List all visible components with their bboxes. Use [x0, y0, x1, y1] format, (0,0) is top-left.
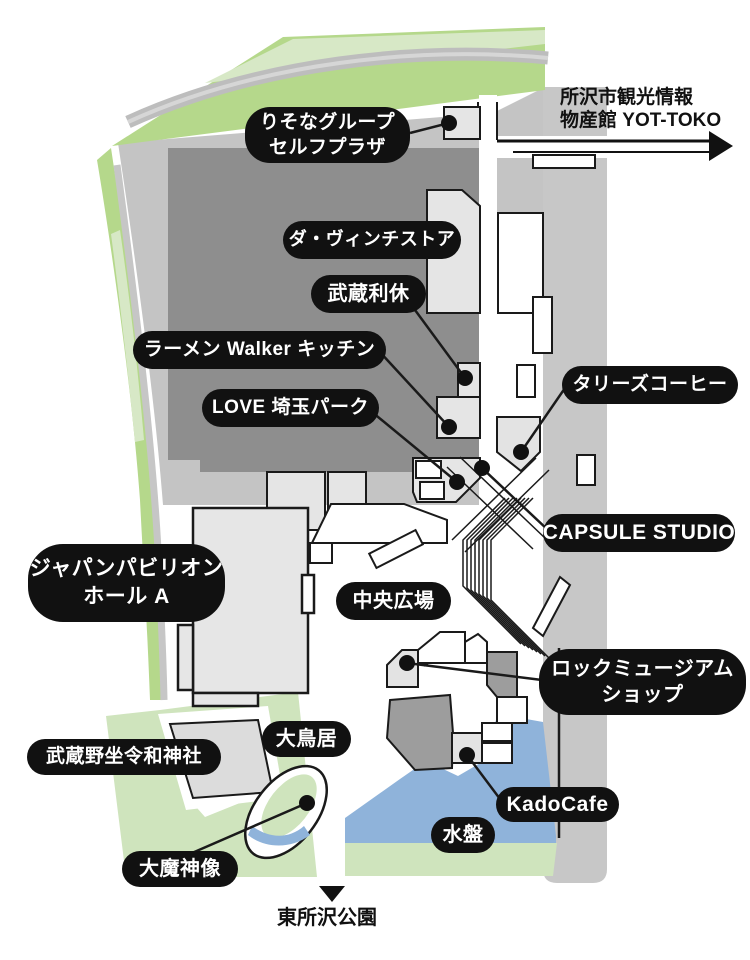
label-tullys-line: タリーズコーヒー: [572, 374, 728, 396]
garden-stream: [248, 826, 310, 846]
green-ribbon-left-light: [111, 230, 144, 442]
label-rock-museum-shop-line: ロックミュージアム: [551, 657, 734, 680]
perimeter-road-centerline: [127, 52, 549, 124]
main-office-building-lower: [200, 430, 413, 472]
label-ramen-walker-line: ラーメン Walker キッチン: [143, 339, 376, 361]
label-japan-pavilion-line: ホール A: [83, 585, 170, 608]
label-japan-pavilion-line: ジャパンパビリオン: [29, 557, 224, 581]
label-ramen-walker: ラーメン Walker キッチン: [133, 331, 386, 369]
yottoko-line1: 所沢市観光情報: [560, 87, 694, 108]
label-rock-museum-shop-line: ショップ: [601, 684, 684, 706]
label-daimajin-line: 大魔神像: [139, 857, 221, 880]
label-kadocafe: KadoCafe: [496, 787, 619, 822]
label-suiban: 水盤: [431, 817, 495, 853]
terrace-steps: [462, 497, 550, 659]
label-capsule-studio-line: CAPSULE STUDIO: [542, 521, 736, 545]
label-chuo-hiroba: 中央広場: [336, 582, 451, 620]
left-inner-road: [113, 164, 168, 701]
label-daimajin: 大魔神像: [122, 851, 238, 887]
yottoko-line2: 物産館 YOT-TOKO: [560, 110, 722, 131]
east-road-strip: [543, 87, 607, 883]
label-risona-line: りそなグループ: [259, 111, 396, 133]
label-tullys: タリーズコーヒー: [562, 366, 738, 404]
yottoko-annotation: 所沢市観光情報 物産館 YOT-TOKO: [560, 86, 721, 132]
label-capsule-studio: CAPSULE STUDIO: [543, 514, 735, 552]
label-risona: りそなグループセルフプラザ: [245, 107, 410, 163]
bus-stop-rect: [532, 154, 596, 169]
museum-building: [385, 693, 455, 772]
label-davinci: ダ・ヴィンチストア: [283, 221, 461, 259]
label-love-saitama: LOVE 埼玉パーク: [202, 389, 379, 427]
label-kadocafe-line: KadoCafe: [506, 792, 609, 816]
label-musashi-rikyu: 武蔵利休: [311, 275, 426, 313]
east-buildings: [497, 212, 596, 486]
rock-museum-cluster: [385, 631, 528, 772]
label-chuo-hiroba-line: 中央広場: [352, 589, 435, 612]
label-otorii: 大鳥居: [262, 721, 351, 757]
label-japan-pavilion: ジャパンパビリオンホール A: [28, 544, 225, 622]
central-road-vertical: [479, 95, 497, 485]
park-direction-triangle-icon: [319, 886, 345, 902]
label-otorii-line: 大鳥居: [275, 727, 338, 750]
strip-crossing: [576, 454, 596, 486]
label-musashino-reiwa-shrine: 武蔵野坐令和神社: [27, 739, 221, 775]
label-suiban-line: 水盤: [442, 823, 484, 846]
label-rock-museum-shop: ロックミュージアムショップ: [539, 649, 746, 715]
label-musashi-rikyu-line: 武蔵利休: [327, 282, 410, 305]
waterside-green-strip: [345, 843, 557, 876]
label-musashino-reiwa-shrine-line: 武蔵野坐令和神社: [45, 746, 202, 768]
tullys-building: [496, 416, 541, 473]
label-davinci-line: ダ・ヴィンチストア: [288, 229, 456, 250]
label-love-saitama-line: LOVE 埼玉パーク: [211, 397, 369, 419]
label-risona-line: セルフプラザ: [268, 137, 386, 158]
leader-dots: [299, 115, 529, 811]
park-exit-label: 東所沢公園: [277, 907, 377, 929]
yottoko-arrow: [497, 131, 733, 161]
